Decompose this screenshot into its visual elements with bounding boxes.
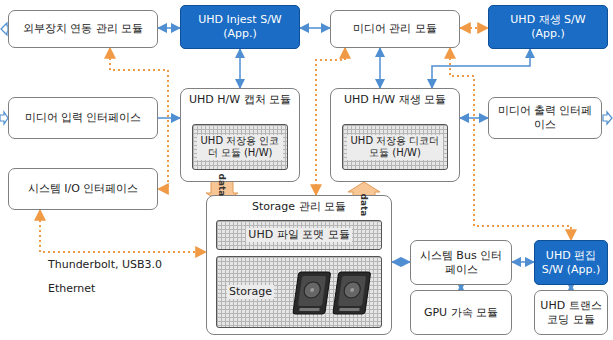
text-group: Storage [227,285,274,299]
node-label: UHD 저장용 디코더 모듈 (H/W) [347,135,443,160]
text-group: 미디어 입력 인터페이스 [25,111,142,125]
external-out-arrow [1,23,8,35]
text-group: UHD 저장용 디코더 모듈 (H/W) [347,135,443,160]
app-box: UHD 편집 S/W (App.) [534,240,608,285]
interface-box: 미디어 출력 인터페이스 [488,97,602,139]
text-group: 미디어 관리 모듈 [353,22,437,36]
text-group: UHD Injest S/W (App.) [186,13,294,41]
text-group: 시스템 I/O 인터페이스 [28,182,139,196]
module-box: 외부장치 연동 관리 모듈 [8,10,158,48]
text-group: 미디어 출력 인터페이스 [494,104,596,132]
flow-label: data [359,193,369,216]
text-group: UHD 파일 포맷 모듈 [246,228,351,242]
data-link [460,117,488,119]
module-box: UHD H/W 캡처 모듈 UHD 저장용 인코더 모듈 (H/W) [180,88,300,182]
data-link [158,117,180,119]
storage-box: Storage [216,256,382,328]
data-link [300,27,330,29]
text-group: UHD 재생 S/W (App.) [494,13,602,41]
text-group: 시스템 Bus 인터페이스 [416,249,506,277]
module-box: UHD 트랜스 코딩 모듈 [534,290,608,335]
node-label: UHD 트랜스 코딩 모듈 [540,299,602,327]
data-link [512,261,534,263]
node-label: 미디어 관리 모듈 [353,22,437,36]
text-group: UHD 저장용 인코더 모듈 (H/W) [197,135,283,160]
node-label: UHD Injest S/W (App.) [186,13,294,41]
node-label: 미디어 출력 인터페이스 [494,104,596,132]
node-label: UHD 저장용 인코더 모듈 (H/W) [197,135,283,160]
app-box: UHD 재생 S/W (App.) [488,5,608,49]
data-link [158,27,180,29]
format-module-box: UHD 파일 포맷 모듈 [216,220,382,250]
module-box: UHD H/W 재생 모듈 UHD 저장용 디코더 모듈 (H/W) [330,88,460,182]
node-label: UHD 재생 S/W (App.) [494,13,602,41]
app-box: UHD Injest S/W (App.) [180,5,300,49]
data-link [239,49,241,88]
hw-module-box: UHD 저장용 디코더 모듈 (H/W) [342,124,448,170]
node-label: UHD 파일 포맷 모듈 [246,228,351,242]
module-box: 미디어 관리 모듈 [330,10,460,48]
node-label: 외부장치 연동 관리 모듈 [23,22,144,36]
data-link [392,261,410,263]
text-group: UHD H/W 캡처 모듈 [186,93,294,107]
interface-note: Thunderbolt, USB3.0 [48,258,162,271]
node-label: 미디어 입력 인터페이스 [25,111,142,125]
interface-box: 시스템 Bus 인터페이스 [410,240,512,285]
text-group: UHD 편집 S/W (App.) [540,249,602,277]
drive-icons [291,264,375,320]
hw-module-box: UHD 저장용 인코더 모듈 (H/W) [192,124,288,170]
storage-module-box: Storage 관리 모듈UHD 파일 포맷 모듈Storage [206,195,392,335]
text-group: UHD H/W 재생 모듈 [336,93,454,107]
node-label: Storage [227,285,274,299]
node-label: UHD H/W 재생 모듈 [336,93,454,107]
control-link [450,48,571,240]
input-arrow [0,112,8,124]
data-link [432,49,530,88]
node-label: UHD H/W 캡처 모듈 [186,93,294,107]
node-label: GPU 가속 모듈 [424,306,498,320]
control-link [460,27,488,29]
node-label: 시스템 I/O 인터페이스 [28,182,139,196]
text-group: GPU 가속 모듈 [424,306,498,320]
interface-box: 미디어 입력 인터페이스 [8,97,158,139]
text-group: 외부장치 연동 관리 모듈 [23,22,144,36]
output-arrow [603,112,612,124]
control-link [40,210,206,252]
interface-box: 시스템 I/O 인터페이스 [8,168,158,210]
text-group: UHD 트랜스 코딩 모듈 [540,299,602,327]
module-box: GPU 가속 모듈 [410,290,512,335]
node-label: UHD 편집 S/W (App.) [540,249,602,277]
data-link [379,48,381,88]
node-label: 시스템 Bus 인터페이스 [416,249,506,277]
interface-note: Ethernet [48,282,95,295]
flow-label: data [217,173,227,196]
